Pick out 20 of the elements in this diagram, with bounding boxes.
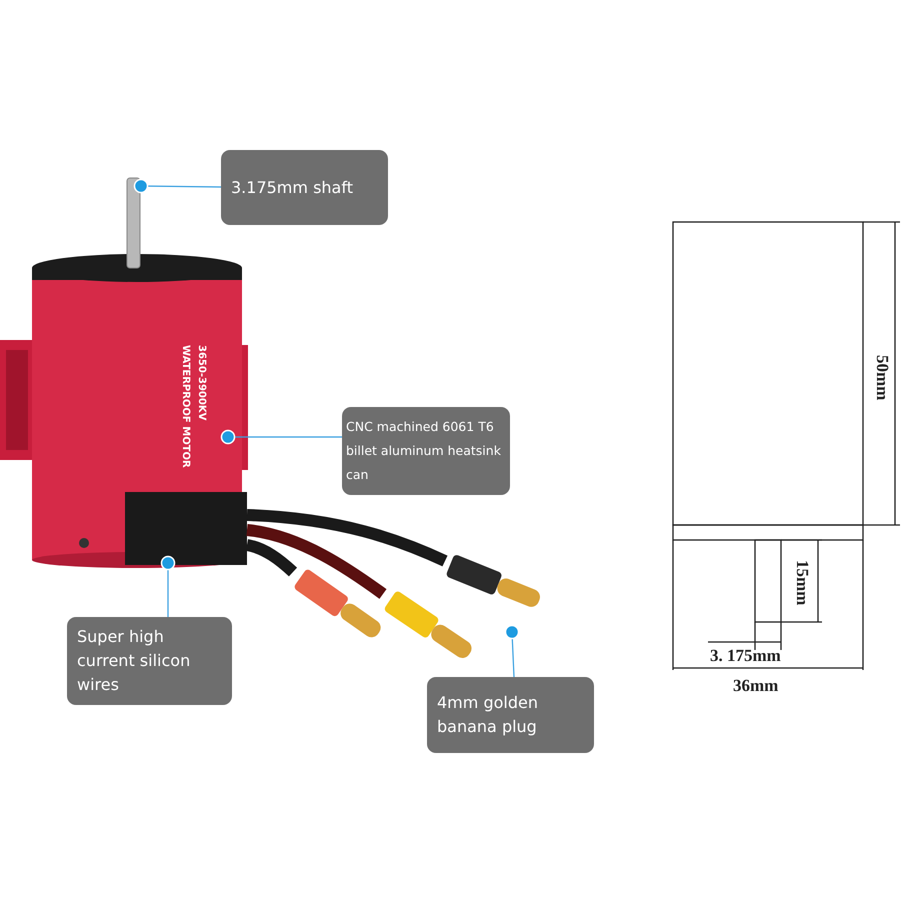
dimension-label: 36mm xyxy=(733,676,778,696)
leader-line xyxy=(220,430,342,444)
callout-text: CNC machined 6061 T6 billet aluminum heatsink can xyxy=(346,418,502,484)
callout-box xyxy=(67,617,232,705)
wire-bundle xyxy=(125,492,448,599)
leader-line xyxy=(504,624,520,678)
leader-line xyxy=(134,178,221,194)
callout-box xyxy=(342,407,510,495)
callout-text: Super high current silicon wires xyxy=(77,626,192,696)
dimension-label: 15mm xyxy=(792,560,812,606)
callout-text: 4mm golden banana plug xyxy=(437,692,539,738)
leader-line xyxy=(160,556,176,617)
motor-shaft xyxy=(126,178,140,268)
dimension-label: 3. 175mm xyxy=(710,646,781,666)
printed-text: WATERPROOF MOTOR xyxy=(180,345,191,468)
printed-text: 3650-3900KV xyxy=(196,345,207,420)
dimension-label: 50mm xyxy=(872,355,892,400)
callout-box xyxy=(427,677,594,753)
callout-text: 3.175mm shaft xyxy=(231,176,354,198)
callout-box xyxy=(221,150,388,225)
